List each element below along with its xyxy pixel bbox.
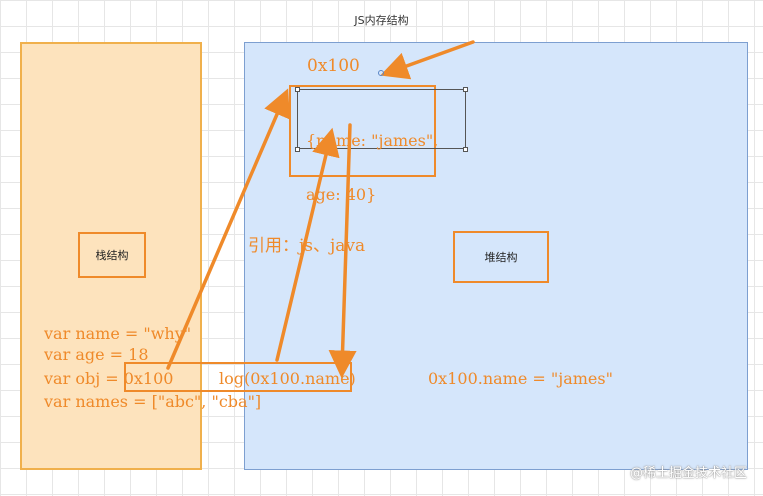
code-line-age: var age = 18 [44, 345, 149, 364]
watermark: @稀土掘金技术社区 [629, 466, 747, 481]
assignment-statement: 0x100.name = "james" [428, 369, 613, 388]
object-line-2: age: 40} [306, 185, 377, 204]
pointer-arrow [380, 40, 475, 80]
selection-handle[interactable] [463, 147, 468, 152]
reference-note: 引用：js、java [248, 236, 366, 256]
selection-handle[interactable] [295, 87, 300, 92]
reference-arrow [166, 88, 290, 370]
anchor-point [378, 70, 384, 76]
selection-frame[interactable] [297, 89, 466, 149]
log-call: log(0x100.name) [219, 369, 356, 388]
diagram-title: JS内存结构 [354, 14, 409, 27]
stack-panel [20, 42, 202, 470]
heap-address: 0x100 [307, 56, 360, 76]
code-line-obj: var obj = 0x100 [44, 369, 174, 388]
selection-handle[interactable] [295, 147, 300, 152]
selection-handle[interactable] [463, 87, 468, 92]
heap-object-box [289, 85, 436, 177]
result-arrow [328, 123, 357, 379]
stack-label: 栈结构 [78, 232, 146, 278]
code-line-names: var names = ["abc", "cba"] [44, 392, 262, 411]
heap-panel [244, 42, 748, 470]
heap-label: 堆结构 [453, 231, 549, 283]
lookup-arrow [275, 127, 340, 362]
